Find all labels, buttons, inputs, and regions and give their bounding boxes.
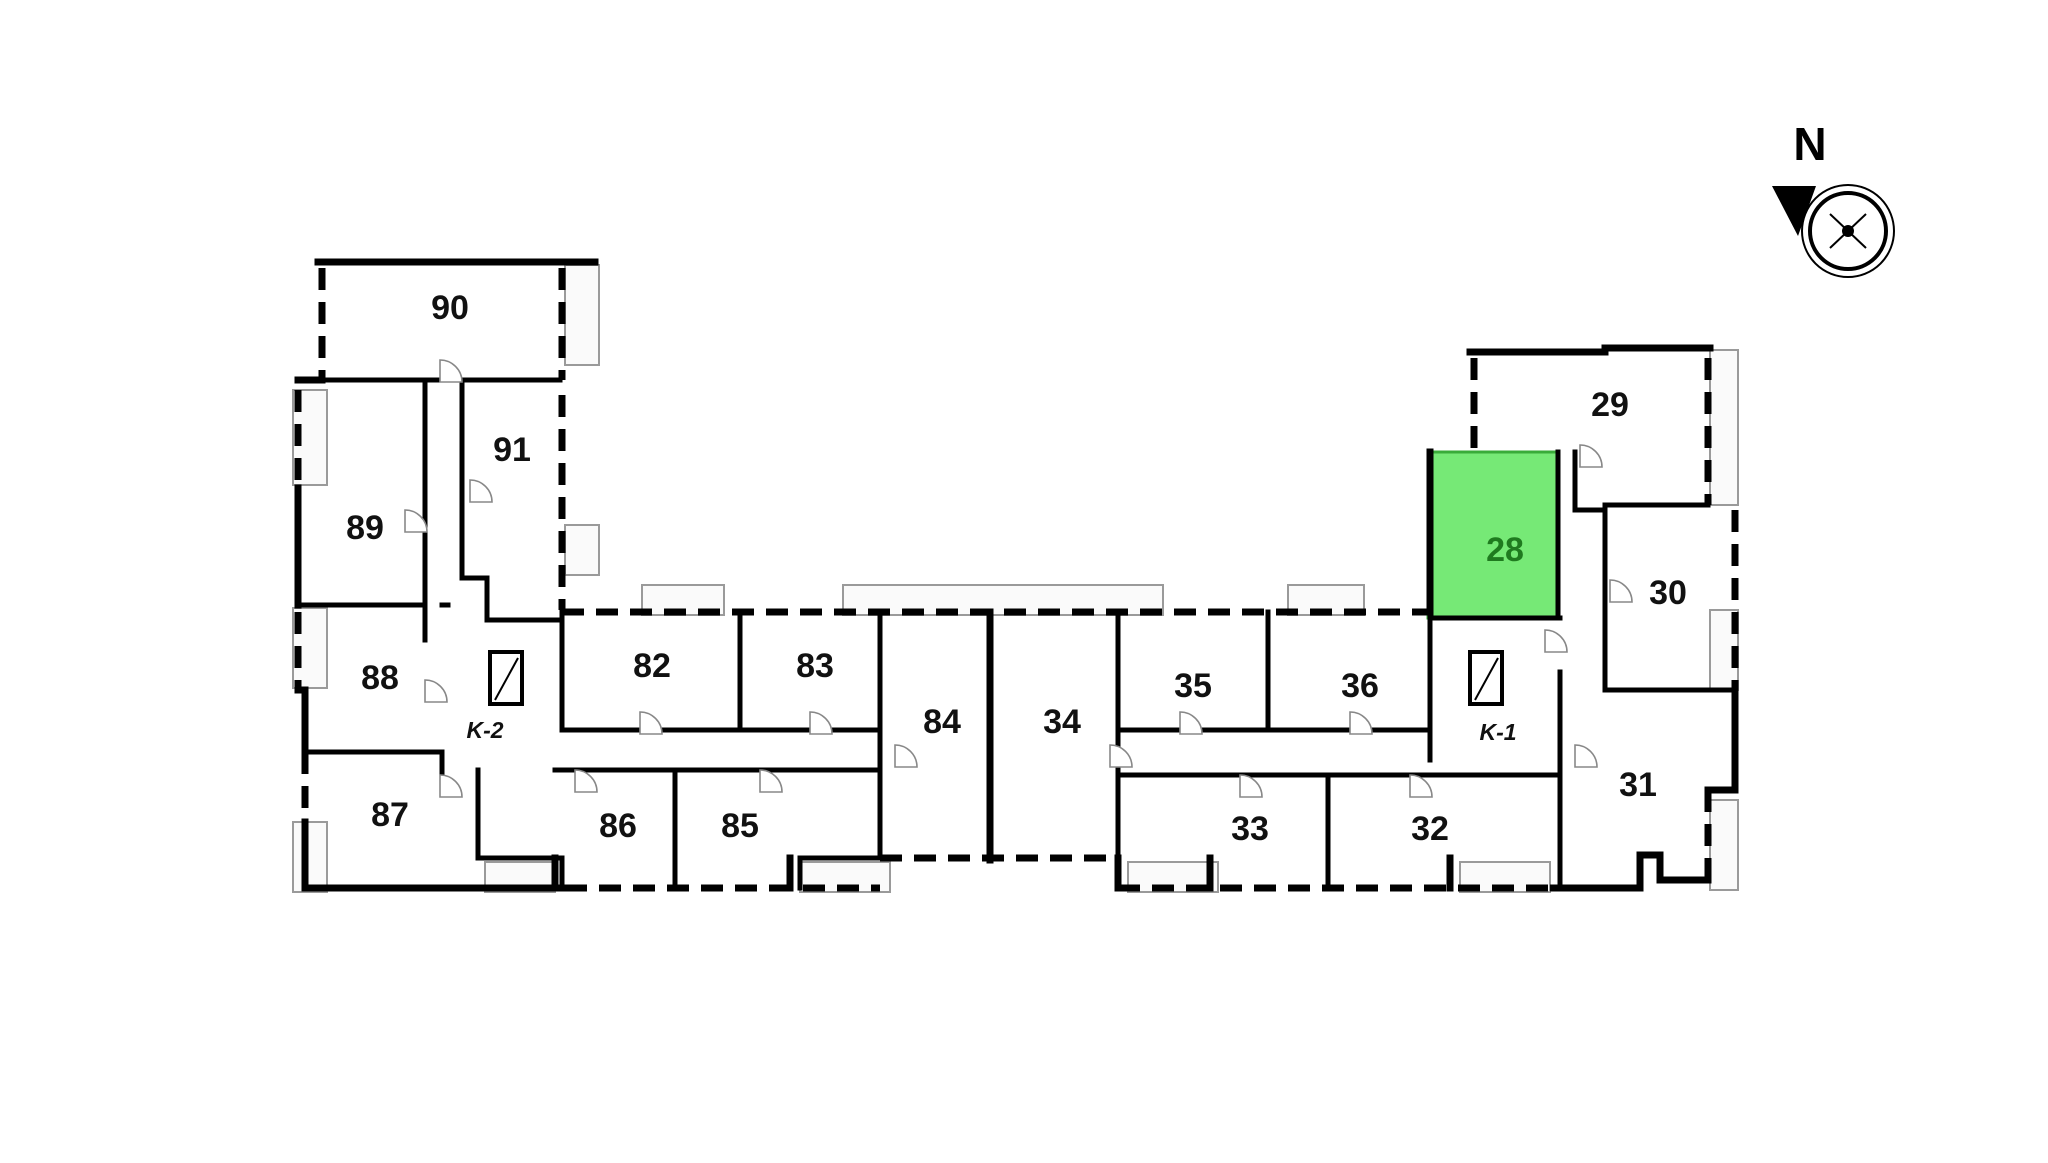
unit-label-30[interactable]: 30 — [1649, 574, 1687, 612]
stairwell-label-k2: K-2 — [466, 717, 503, 743]
room-labels: 90 91 89 88 87 82 83 84 86 85 34 35 36 3… — [346, 289, 1687, 848]
stairwell-label-k1: K-1 — [1479, 719, 1516, 745]
exterior-walls — [294, 258, 1739, 892]
unit-label-88[interactable]: 88 — [361, 659, 399, 697]
unit-label-31[interactable]: 31 — [1619, 766, 1657, 804]
unit-label-84[interactable]: 84 — [923, 703, 961, 741]
unit-label-82[interactable]: 82 — [633, 647, 671, 685]
unit-label-87[interactable]: 87 — [371, 796, 409, 834]
unit-label-35[interactable]: 35 — [1174, 667, 1212, 705]
unit-label-34[interactable]: 34 — [1043, 703, 1081, 741]
unit-label-28[interactable]: 28 — [1486, 531, 1524, 569]
stair-icons — [488, 650, 1504, 706]
unit-label-29[interactable]: 29 — [1591, 386, 1629, 424]
unit-label-32[interactable]: 32 — [1411, 810, 1449, 848]
unit-label-36[interactable]: 36 — [1341, 667, 1379, 705]
compass-north-label: N — [1793, 118, 1826, 170]
unit-label-90[interactable]: 90 — [431, 289, 469, 327]
unit-label-89[interactable]: 89 — [346, 509, 384, 547]
unit-label-91[interactable]: 91 — [493, 431, 531, 469]
door-swings — [404, 359, 1633, 798]
unit-label-85[interactable]: 85 — [721, 807, 759, 845]
unit-label-83[interactable]: 83 — [796, 647, 834, 685]
interior-walls — [295, 377, 1738, 891]
unit-label-33[interactable]: 33 — [1231, 810, 1269, 848]
north-arrow-compass-icon: N — [1772, 118, 1895, 278]
unit-label-86[interactable]: 86 — [599, 807, 637, 845]
